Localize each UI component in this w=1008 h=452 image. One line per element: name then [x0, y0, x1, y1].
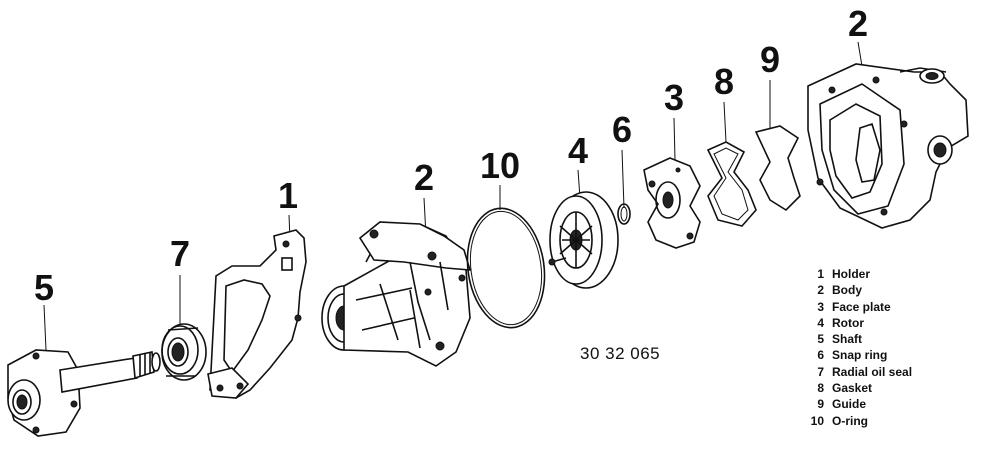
callout-guide: 9: [759, 39, 781, 80]
face-plate-part: [643, 157, 701, 249]
legend-item: 3 Face plate: [806, 299, 912, 315]
legend-item-number: 4: [817, 315, 824, 330]
legend-item-label: Rotor: [832, 315, 864, 330]
callout-o-ring: 10: [479, 145, 521, 186]
body-rear-part: [807, 63, 969, 229]
legend-item: 9 Guide: [806, 396, 912, 412]
rotor-part: [548, 191, 619, 289]
legend-item: 7 Radial oil seal: [806, 364, 912, 380]
legend-item: 4 Rotor: [806, 315, 912, 331]
snap-ring-part: [617, 203, 631, 225]
figure-number: 30 32 065: [580, 344, 661, 363]
legend-item-number: 7: [817, 364, 824, 379]
callout-shaft: 5: [33, 267, 55, 308]
leader-lines: [43, 41, 869, 351]
legend-item-number: 8: [817, 381, 824, 396]
o-ring-part: [466, 207, 546, 329]
legend-item-label: Shaft: [832, 332, 862, 347]
guide-part: [754, 125, 801, 212]
legend-item-label: Holder: [832, 267, 871, 281]
legend-item-label: Gasket: [832, 381, 873, 396]
legend-item-number: 10: [810, 413, 824, 428]
legend-item: 10 O-ring: [806, 413, 912, 429]
callout-rotor: 4: [567, 130, 589, 171]
legend-item-label: Face plate: [832, 299, 891, 314]
legend-item-number: 9: [817, 397, 824, 412]
callout-snap-ring: 6: [611, 109, 633, 150]
legend-item-label: Radial oil seal: [832, 364, 913, 379]
parts-legend: 1 Holder 2 Body 3 Face plate 4 Rotor 5 Shaft 6 Snap…: [806, 266, 912, 429]
legend-item-label: O-ring: [832, 413, 868, 428]
legend-item-label: Guide: [832, 397, 867, 412]
legend-item-number: 6: [817, 348, 824, 363]
legend-item-number: 3: [817, 299, 824, 314]
legend-item-number: 1: [817, 267, 824, 281]
holder-part: [207, 229, 307, 399]
legend-item: 5 Shaft: [806, 331, 912, 347]
legend-item-label: Snap ring: [832, 348, 888, 363]
legend-item: 6 Snap ring: [806, 347, 912, 363]
callout-body-rear: 2: [847, 3, 869, 44]
callout-gasket: 8: [713, 61, 735, 102]
legend-item: 2 Body: [806, 282, 912, 298]
legend-item: 8 Gasket: [806, 380, 912, 396]
legend-item-number: 5: [817, 332, 824, 347]
radial-oil-seal-part: [161, 323, 207, 381]
gasket-part: [706, 141, 757, 227]
callout-face-plate: 3: [663, 77, 685, 118]
shaft-part: [7, 349, 161, 437]
callout-body-front: 2: [413, 157, 435, 198]
legend-item-label: Body: [832, 283, 862, 298]
legend-item-number: 2: [817, 283, 824, 298]
callout-radial-oil-seal: 7: [169, 233, 191, 274]
callout-holder: 1: [277, 175, 299, 216]
body-front-part: [321, 221, 472, 367]
legend-item: 1 Holder: [806, 266, 912, 282]
